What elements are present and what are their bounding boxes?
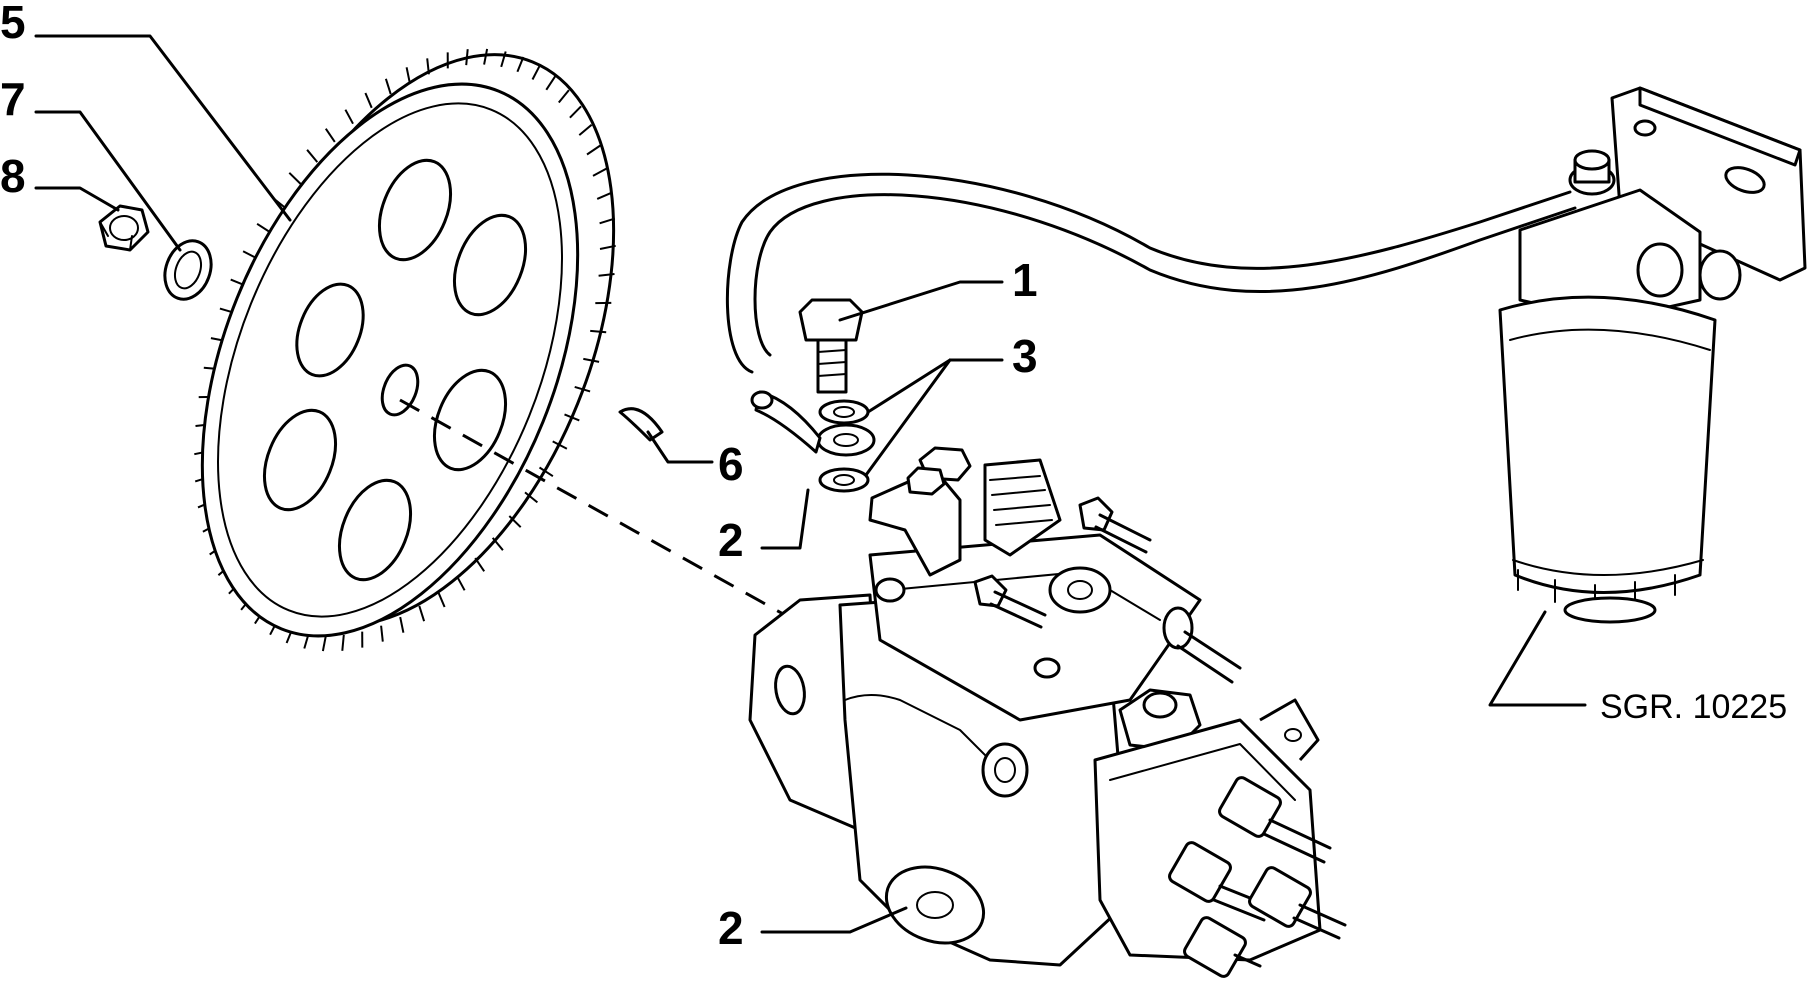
injection-pump: [748, 446, 1347, 978]
pulley-tooth: [552, 440, 568, 450]
pulley-tooth: [288, 172, 302, 185]
pulley-tooth: [474, 557, 486, 572]
pulley-tooth: [508, 515, 522, 528]
callout-3: 3: [1012, 330, 1038, 382]
pulley-tooth: [306, 149, 319, 163]
pulley-tooth: [590, 329, 607, 334]
pulley-tooth: [426, 58, 430, 75]
timing-pulley: [194, 48, 616, 652]
callout-labels: 5 7 8 1 3 6 2 2 SGR. 10225: [0, 0, 1787, 954]
pulley-tooth: [465, 49, 469, 66]
pump-stud: [1078, 496, 1152, 554]
outlet-stud: [1162, 606, 1242, 684]
pulley-tooth: [586, 144, 601, 156]
pulley-tooth: [324, 128, 336, 143]
callout-6: 6: [718, 438, 744, 490]
callout-7: 7: [0, 73, 26, 125]
pulley-tooth: [500, 51, 507, 68]
pulley-tooth: [578, 124, 593, 136]
delivery-valve-holder: [1218, 776, 1332, 864]
fuel-line: [725, 172, 1577, 374]
delivery-valve-holder: [1183, 916, 1262, 978]
pulley-tooth: [599, 244, 616, 250]
pulley-tooth: [516, 56, 525, 73]
pulley-tooth: [256, 222, 272, 234]
callout-8: 8: [0, 150, 26, 202]
callout-2-banjo: 2: [718, 514, 744, 566]
assembly-axis-line: [399, 398, 786, 617]
pulley-tooth: [598, 273, 615, 277]
drawing-reference-code: SGR. 10225: [1600, 688, 1787, 726]
pulley-tooth: [558, 89, 570, 104]
pulley-tooth: [545, 75, 556, 91]
pulley-tooth: [483, 48, 489, 65]
pulley-tooth: [456, 575, 466, 591]
pulley-tooth: [569, 105, 582, 119]
pulley-tooth: [574, 385, 591, 393]
pulley-tooth: [599, 217, 616, 225]
fuel-filter: [1498, 86, 1807, 624]
leader-lines: [34, 34, 1587, 934]
pulley-tooth: [380, 625, 384, 642]
pulley-tooth: [531, 64, 541, 80]
pulley-tooth: [592, 167, 608, 177]
pulley-tooth: [524, 491, 539, 504]
pulley-tooth: [437, 591, 446, 608]
banjo-bolt: [798, 298, 864, 394]
delivery-valve-holder: [1248, 866, 1347, 940]
woodruff-key: [618, 407, 664, 442]
banjo-fitting: [750, 390, 876, 457]
pulley-tooth: [596, 191, 613, 200]
callout-5: 5: [0, 0, 26, 48]
pulley-tooth: [418, 605, 426, 622]
pump-stud: [973, 574, 1047, 629]
delivery-valve-holder: [1168, 841, 1272, 922]
pulley-tooth: [564, 413, 580, 422]
nut: [98, 204, 150, 252]
pulley-tooth: [364, 92, 373, 109]
pulley-tooth: [491, 537, 504, 551]
pulley-tooth: [538, 466, 554, 478]
spring-washer: [163, 239, 213, 301]
pulley-tooth: [341, 634, 345, 651]
pulley-tooth: [384, 78, 392, 95]
callout-1: 1: [1012, 254, 1038, 306]
pulley-tooth: [321, 635, 327, 652]
callout-2-pump: 2: [718, 902, 744, 954]
pulley-tooth: [405, 67, 411, 84]
pulley-tooth: [344, 109, 354, 125]
pulley-tooth: [583, 357, 600, 363]
pulley-tooth: [399, 616, 405, 633]
